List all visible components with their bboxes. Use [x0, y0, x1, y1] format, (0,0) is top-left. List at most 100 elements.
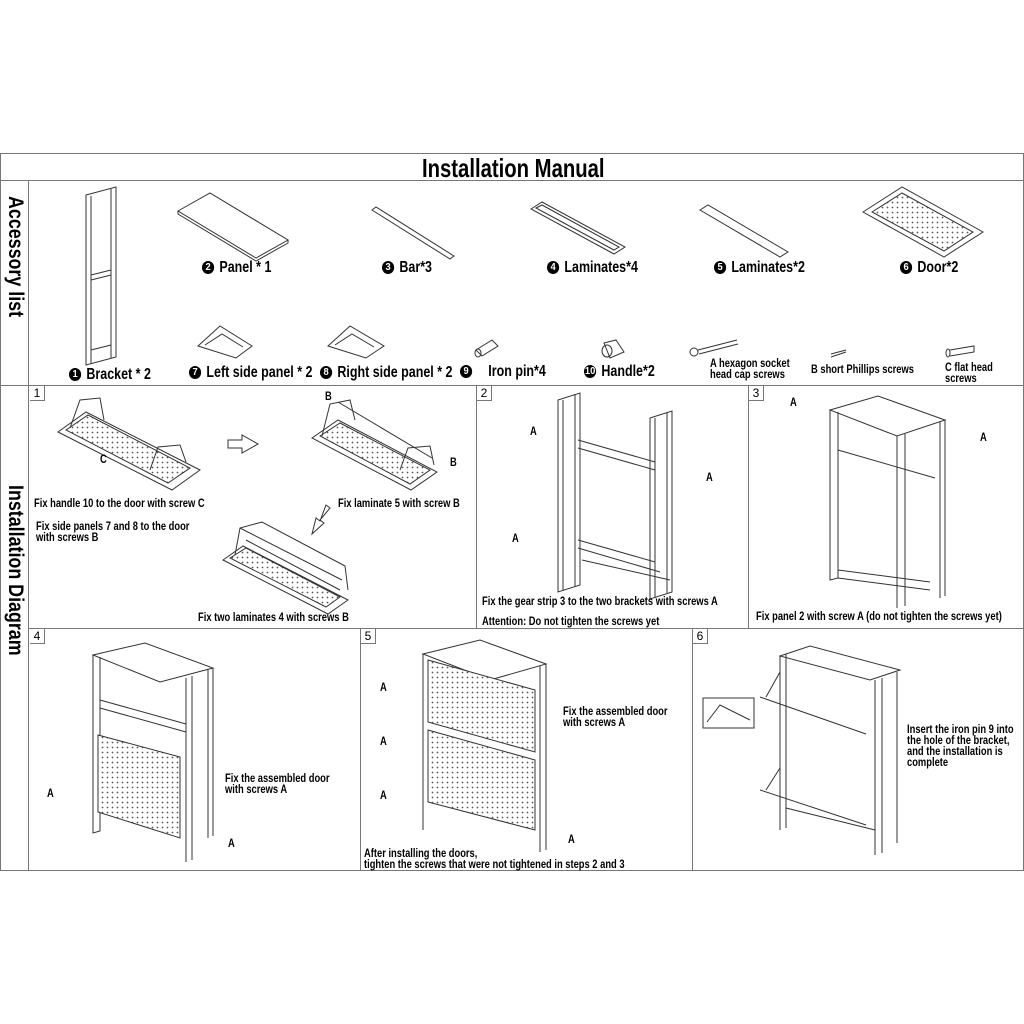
step3-instruction: Fix panel 2 with screw A (do not tighten… — [756, 609, 1002, 623]
callout-a: A — [530, 424, 537, 438]
callout-b: B — [450, 455, 457, 469]
number-badge: 2 — [201, 261, 215, 274]
divider — [476, 385, 477, 628]
step2-attention: Attention: Do not tighten the screws yet — [482, 614, 660, 628]
page-title: Installation Manual — [422, 153, 605, 183]
step1-door-drawing — [57, 397, 201, 491]
divider — [0, 385, 1024, 386]
line: the hole of the bracket, — [907, 733, 1010, 747]
accessory-left-side-panel-label: 7 Left side panel * 2 — [188, 364, 313, 381]
callout-a: A — [228, 836, 235, 850]
label-text: Left side panel * 2 — [206, 364, 313, 381]
label-text: Right side panel * 2 — [337, 364, 453, 381]
step1-laminate-drawing — [311, 399, 438, 491]
screw-a-drawing — [689, 339, 739, 357]
accessory-door-label: 6 Door*2 — [899, 259, 959, 276]
number-badge: 5 — [713, 261, 727, 274]
step5-final-note: After installing the doors,tighten the s… — [364, 846, 625, 871]
number-badge: 9 — [459, 365, 473, 378]
step5-cabinet-drawing — [421, 639, 548, 852]
bar-drawing — [371, 206, 455, 260]
step1-instruction: Fix two laminates 4 with screws B — [198, 610, 349, 624]
number-badge: 3 — [381, 261, 395, 274]
line: with screws A — [225, 782, 288, 796]
step1-instruction: Fix handle 10 to the door with screw C — [34, 496, 205, 510]
number-badge: 4 — [546, 261, 560, 274]
line: Fix side panels 7 and 8 to the door — [36, 519, 190, 533]
divider — [28, 180, 29, 870]
door-drawing — [862, 186, 984, 258]
callout-a: A — [380, 788, 387, 802]
callout-a: A — [380, 734, 387, 748]
step-number: 2 — [477, 386, 492, 401]
divider — [0, 180, 1024, 181]
step1-assembled-drawing — [222, 521, 349, 615]
screw-b-label: B short Phillips screws — [811, 362, 914, 376]
accessory-bar-label: 3 Bar*3 — [381, 259, 432, 276]
label-text: Laminates*2 — [731, 259, 805, 276]
line: with screws A — [563, 715, 626, 729]
callout-a: A — [790, 395, 797, 409]
accessory-laminates4-label: 4 Laminates*4 — [546, 259, 638, 276]
line: and the installation is — [907, 744, 1003, 758]
panel-drawing — [177, 192, 289, 262]
step-number: 5 — [361, 629, 376, 644]
accessory-right-side-panel-label: 8 Right side panel * 2 — [319, 364, 453, 381]
number-badge: 6 — [899, 261, 913, 274]
line: complete — [907, 755, 949, 769]
number-badge: 10 — [583, 365, 597, 378]
iron-pin-drawing — [474, 339, 499, 358]
line: Fix the assembled door — [225, 771, 330, 785]
step1-instruction: Fix laminate 5 with screw B — [338, 496, 460, 510]
number-badge: 7 — [188, 366, 202, 379]
step2-instruction: Fix the gear strip 3 to the two brackets… — [482, 594, 718, 608]
laminate5-drawing — [699, 204, 789, 258]
bracket-drawing — [85, 186, 117, 366]
label-text: Iron pin*4 — [488, 363, 546, 380]
accessory-laminates5-label: 5 Laminates*2 — [713, 259, 805, 276]
line: tighten the screws that were not tighten… — [364, 857, 625, 871]
label-line: A hexagon socket — [710, 356, 790, 370]
step3-frame-drawing — [828, 395, 947, 608]
divider — [692, 628, 693, 870]
callout-a: A — [47, 786, 54, 800]
line: Insert the iron pin 9 into — [907, 722, 1014, 736]
left-side-panel-drawing — [197, 325, 253, 359]
step-number: 6 — [693, 629, 708, 644]
right-side-panel-drawing — [327, 325, 385, 359]
accessory-handle-label: 10 Handle*2 — [583, 363, 655, 380]
callout-a: A — [568, 832, 575, 846]
line: After installing the doors, — [364, 846, 478, 860]
label-line: C flat head — [945, 360, 993, 374]
screw-b-drawing — [830, 349, 847, 358]
callout-a: A — [380, 680, 387, 694]
callout-c: C — [100, 452, 107, 466]
divider — [748, 385, 749, 628]
callout-b: B — [325, 389, 332, 403]
label-line: head cap screws — [710, 367, 785, 381]
number-badge: 8 — [319, 366, 333, 379]
accessory-panel-label: 2 Panel * 1 — [201, 259, 272, 276]
label-text: Door*2 — [917, 259, 959, 276]
label-line: screws — [945, 371, 977, 385]
callout-a: A — [980, 430, 987, 444]
line: Fix the assembled door — [563, 704, 668, 718]
label-text: Panel * 1 — [219, 259, 272, 276]
laminate4-drawing — [530, 201, 626, 255]
number-badge: 1 — [68, 368, 82, 381]
label-text: Handle*2 — [601, 363, 655, 380]
label-text: Bar*3 — [399, 259, 432, 276]
label-text: Laminates*4 — [564, 259, 638, 276]
step2-brackets-drawing — [557, 392, 673, 600]
handle-drawing — [601, 339, 625, 359]
divider — [28, 628, 1024, 629]
step-number: 3 — [749, 386, 764, 401]
line: with screws B — [36, 530, 99, 544]
